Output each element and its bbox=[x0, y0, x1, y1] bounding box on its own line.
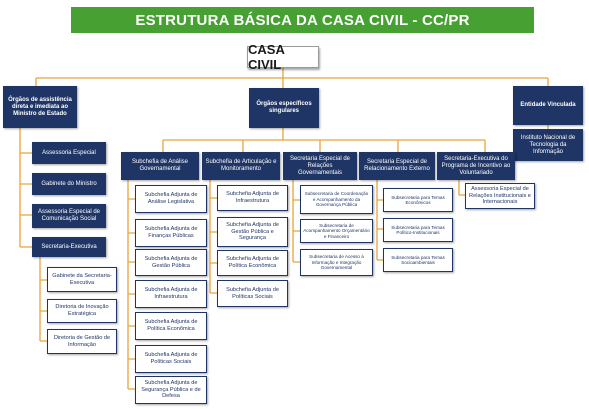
connector-executive bbox=[39, 257, 47, 342]
leaf-analysis-infrastructure: Subchefia Adjunta de Infraestrutura bbox=[135, 280, 207, 308]
leaf-articulation-economic-policy: Subchefia Adjunta de Política Econômica bbox=[217, 250, 288, 276]
node-articulation-subchief: Subchefia de Articulação e Monitoramento bbox=[202, 152, 280, 180]
leaf-external-political: Subsecretaria para Temas Político-Instit… bbox=[383, 218, 453, 242]
node-relations-secretariat: Secretaria Especial de Relações Governam… bbox=[283, 152, 357, 180]
node-special-advisory: Assessoria Especial bbox=[32, 142, 106, 164]
leaf-executive-office: Gabinete da Secretaria-Executiva bbox=[47, 267, 117, 292]
node-iti: Instituto Nacional de Tecnologia da Info… bbox=[513, 129, 583, 161]
leaf-analysis-public-security: Subchefia Adjunta de Segurança Pública e… bbox=[135, 376, 207, 404]
node-linked-entity-group: Entidade Vinculada bbox=[513, 86, 583, 125]
node-singular-organs: Órgãos específicos singulares bbox=[249, 88, 319, 128]
leaf-relations-budget: Subsecretaria de Acompanhamento Orçament… bbox=[300, 219, 373, 243]
connector-articulation bbox=[209, 180, 217, 294]
leaf-analysis-social-policies: Subchefia Adjunta de Políticas Sociais bbox=[135, 345, 207, 373]
node-external-secretariat: Secretaria Especial de Relacionamento Ex… bbox=[359, 152, 435, 180]
node-communication-advisory: Assessoria Especial de Comunicação Socia… bbox=[32, 204, 106, 228]
connector-direct bbox=[19, 128, 32, 248]
leaf-relations-governance: Subsecretaria de Coordenação e Acompanha… bbox=[300, 185, 373, 214]
root-node: CASA CIVIL bbox=[247, 42, 319, 72]
leaf-articulation-social-policies: Subchefia Adjunta de Políticas Sociais bbox=[217, 280, 288, 307]
node-minister-office: Gabinete do Ministro bbox=[32, 173, 106, 195]
connector-external bbox=[376, 180, 383, 261]
leaf-analysis-public-management: Subchefia Adjunta de Gestão Pública bbox=[135, 249, 207, 276]
node-executive-secretariat: Secretaria-Executiva bbox=[32, 237, 106, 257]
node-analysis-subchief: Subchefia de Análise Governamental bbox=[121, 152, 199, 180]
leaf-external-economic: Subsecretaria para Temas Econômicos bbox=[383, 188, 453, 212]
connector-root bbox=[35, 68, 549, 88]
chart-title: ESTRUTURA BÁSICA DA CASA CIVIL - CC/PR bbox=[71, 7, 534, 33]
leaf-information-directorate: Diretoria de Gestão de Informação bbox=[47, 329, 117, 354]
connector-singular bbox=[162, 128, 486, 152]
connector-analysis bbox=[127, 180, 135, 390]
leaf-external-socioenvironmental: Subsecretaria para Temas Socioambientais bbox=[383, 248, 453, 272]
leaf-innovation-directorate: Diretoria de Inovação Estratégica bbox=[47, 299, 117, 323]
leaf-volunteer-advisory: Assessoria Especial de Relações Instituc… bbox=[465, 183, 535, 209]
leaf-articulation-infrastructure: Subchefia Adjunta de Infraestrutura bbox=[217, 185, 288, 211]
leaf-relations-information-access: Subsecretaria de Acesso à Informação e I… bbox=[300, 249, 373, 276]
connector-relations bbox=[292, 180, 300, 263]
node-volunteer-secretariat: Secretaria-Executiva do Programa de Ince… bbox=[437, 152, 515, 180]
connector-volunteer bbox=[458, 180, 465, 196]
node-direct-organs: Órgãos de assistência direta e imediata … bbox=[3, 86, 77, 128]
leaf-analysis-legislative: Subchefia Adjunta de Análise Legislativa bbox=[135, 185, 207, 213]
leaf-analysis-economic-policy: Subchefia Adjunta de Política Econômica bbox=[135, 312, 207, 340]
leaf-analysis-finances: Subchefia Adjunta de Finanças Públicas bbox=[135, 219, 207, 247]
leaf-articulation-management-security: Subchefia Adjunta de Gestão Pública e Se… bbox=[217, 217, 288, 247]
